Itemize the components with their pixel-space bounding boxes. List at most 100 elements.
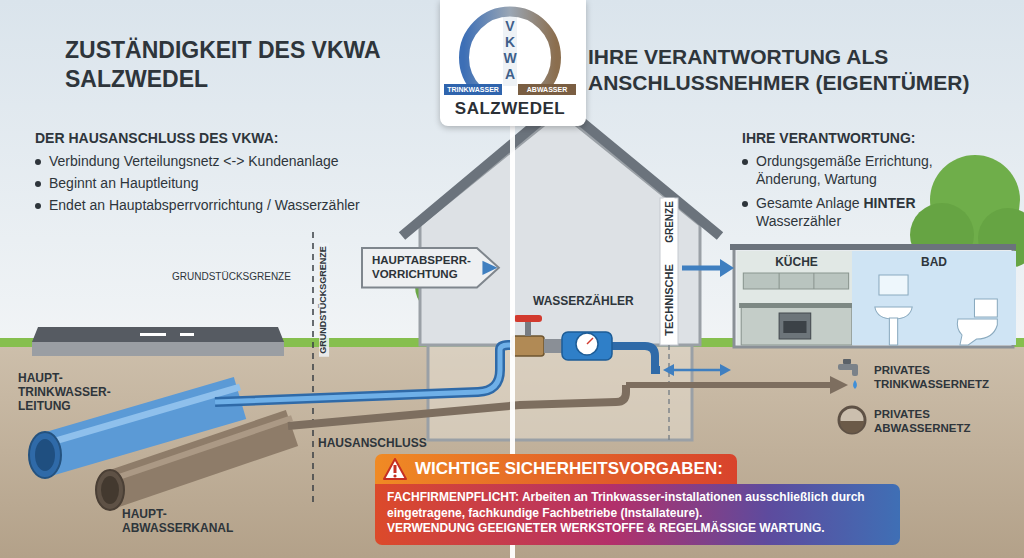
tap-icon-part — [843, 359, 851, 364]
list-heading: DER HAUSANSCHLUSS DES VKWA: — [35, 130, 415, 148]
boundary-label: GRENZE — [664, 198, 675, 246]
house-water-pipe-part — [720, 364, 731, 376]
callout-text: HAUPTABSPERR- VORRICHTUNG — [372, 254, 471, 282]
road-part — [180, 333, 194, 336]
bullet-item: Ordungsgemäße Errichtung, Änderung, Wart… — [742, 152, 982, 188]
countertop — [739, 303, 854, 308]
lower-cabinets — [741, 307, 852, 345]
logo-band-text: ABWASSER — [518, 84, 576, 95]
main-shutoff-valve-part — [512, 336, 544, 356]
road-part — [32, 342, 284, 356]
bullet-item: Endet an Hauptabsperrvorrichtung / Wasse… — [35, 196, 370, 214]
main-shutoff-valve-part — [525, 322, 531, 336]
sink-pedestal — [889, 318, 897, 345]
toilet-bowl — [957, 319, 997, 345]
bullet-dot — [35, 181, 41, 187]
part-label: WASSERZÄHLER — [533, 294, 634, 309]
logo-arch — [464, 11, 556, 90]
callout-outline — [362, 248, 499, 288]
house-water-pipe — [215, 345, 731, 402]
property-boundary-part — [312, 232, 314, 505]
main-water-pipe-part — [35, 439, 55, 471]
callout-tip — [482, 261, 497, 275]
warning-text: VERWENDUNG GEEIGNETER WERKSTOFFE & REGEL… — [387, 521, 888, 537]
house-water-pipe-part — [215, 345, 515, 402]
technical-boundary-part — [720, 259, 734, 277]
logo-box: VKWATRINKWASSER ABWASSER SALZWEDEL — [440, 0, 586, 126]
water-meter — [544, 332, 612, 360]
main-sewer-pipe — [96, 418, 292, 510]
water-meter-part — [544, 339, 562, 353]
water-meter-part — [576, 333, 598, 355]
list-item: Beginnt an Hauptleitung — [49, 174, 415, 192]
main-sewer-pipe-part — [101, 476, 119, 504]
warning-body: FACHFIRMENPFLICHT: Arbeiten an Trinkwass… — [375, 484, 900, 545]
boundary-label: TECHNISCHE — [663, 261, 675, 339]
tap-icon — [838, 359, 858, 389]
pipe-label: HAUSANSCHLUSS — [318, 436, 427, 451]
road — [32, 327, 284, 356]
main-shutoff-valve-part — [514, 315, 542, 322]
room-wall — [737, 251, 856, 345]
logo-band-brown — [518, 84, 576, 95]
room-box: BAD — [852, 251, 1016, 345]
network-label: PRIVATES TRINKWASSERNETZ — [874, 364, 1014, 392]
room-box: KÜCHE — [737, 251, 856, 345]
callout-box: HAUPTABSPERR- VORRICHTUNG — [362, 248, 499, 288]
house-water-pipe-part — [612, 346, 660, 370]
road-part — [140, 333, 166, 336]
section-heading: IHRE VERANTWORTUNG ALS ANSCHLUSSNEHMER (… — [588, 44, 1020, 97]
sewer-icon-part — [840, 421, 864, 433]
list-item: Verbindung Verteilungsnetz <-> Kundenanl… — [49, 152, 415, 170]
emphasis: HINTER — [863, 195, 915, 211]
sink — [875, 307, 912, 319]
list-heading: IHRE VERANTWORTUNG: — [742, 130, 1012, 148]
house-sewer-pipe-part — [830, 376, 848, 394]
warning-icon — [383, 458, 407, 480]
bullet-item: Beginnt an Hauptleitung — [35, 174, 415, 192]
house-water-pipe-part — [663, 364, 674, 376]
oven — [779, 313, 811, 339]
toilet-tank — [974, 299, 997, 317]
list-item: Gesamte Anlage HINTER Wasserzähler — [756, 194, 982, 230]
warning-mark — [394, 465, 397, 473]
bullet-dot — [35, 159, 41, 165]
main-sewer-pipe-part — [96, 470, 124, 510]
logo-bar — [503, 16, 517, 86]
technical-boundary-part — [668, 345, 670, 440]
logo-band-text: TRINKWASSER — [444, 84, 502, 95]
bullet-dot — [742, 159, 748, 165]
oven-window — [783, 321, 806, 333]
warning-tab: WICHTIGE SICHERHEITSVORGABEN: — [375, 454, 737, 484]
cabinet-line — [779, 273, 780, 289]
technical-boundary — [660, 198, 734, 440]
pipe-label: HAUPT- TRINKWASSER- LEITUNG — [18, 372, 113, 413]
house-water-pipe-part — [672, 369, 722, 372]
boundary-label: GRUNDSTÜCKSGRENZE — [319, 243, 329, 357]
warning-title: WICHTIGE SICHERHEITSVORGABEN: — [415, 458, 723, 480]
mirror — [879, 275, 908, 295]
tap-icon-part — [852, 364, 858, 376]
bullet-item: Gesamte Anlage HINTER Wasserzähler — [742, 194, 982, 230]
pipe-label: HAUPT- ABWASSERKANAL — [122, 508, 237, 536]
house-water-pipe-part — [215, 345, 515, 402]
warning-triangle — [384, 459, 406, 479]
bullet-dot — [742, 201, 748, 207]
bullet-dot — [35, 203, 41, 209]
bullet-item: Verbindung Verteilungsnetz <-> Kundenanl… — [35, 152, 415, 170]
house-sewer-pipe-part — [626, 382, 832, 388]
cabinet-line — [813, 273, 814, 289]
main-shutoff-valve — [512, 315, 544, 356]
main-sewer-pipe-part — [110, 418, 292, 480]
technical-boundary-part — [682, 266, 722, 271]
logo-letters: VKWA — [503, 18, 517, 82]
room-label: KÜCHE — [737, 255, 856, 269]
warning-box: WICHTIGE SICHERHEITSVORGABEN: FACHFIRMENP… — [375, 454, 900, 545]
sewer-icon-part — [839, 407, 865, 433]
network-label: PRIVATES ABWASSERNETZ — [874, 408, 1014, 436]
logo-wordmark: SALZWEDEL — [440, 99, 580, 119]
technical-boundary-part — [660, 198, 678, 345]
upper-cabinets — [743, 273, 848, 289]
room-wall — [852, 251, 1016, 345]
